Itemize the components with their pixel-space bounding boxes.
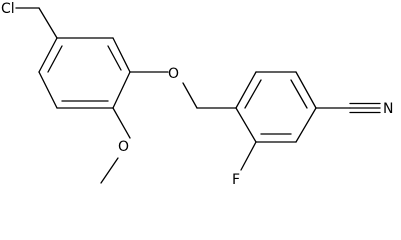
bond-ring2-f-atom (240, 141, 257, 171)
atom-nitrile-nitrogen: N (383, 101, 393, 117)
bond-ring1-b (112, 37, 131, 73)
bond-ring1-c (112, 71, 131, 109)
bond-ring2-d (295, 107, 317, 143)
atom-labels: Cl O O F N (1, 1, 393, 188)
bond-ch2-ring (38, 7, 58, 39)
bond-ring2-c (295, 71, 317, 109)
bond-ring2-a (235, 71, 257, 109)
bond-ring1-double-1 (107, 45, 122, 71)
bonds (15, 7, 381, 184)
chemical-structure-diagram: Cl O O F N (1, 1, 393, 188)
bond-ring2-f (235, 107, 257, 143)
atom-fluorine: F (232, 172, 240, 188)
bond-ring1-f (38, 37, 58, 73)
bond-ring1-ome (112, 107, 131, 139)
bond-ring1-double-3 (47, 45, 63, 73)
atom-methoxy-oxygen: O (118, 139, 129, 155)
bond-ring2-double-2 (290, 79, 308, 109)
bond-o-me (100, 157, 119, 184)
bond-ring1-e (38, 71, 58, 109)
atom-ether-oxygen: O (168, 66, 179, 82)
atom-chlorine: Cl (1, 1, 15, 17)
bond-ring2-double-1 (244, 79, 262, 109)
bond-o-ch2 (182, 82, 198, 109)
